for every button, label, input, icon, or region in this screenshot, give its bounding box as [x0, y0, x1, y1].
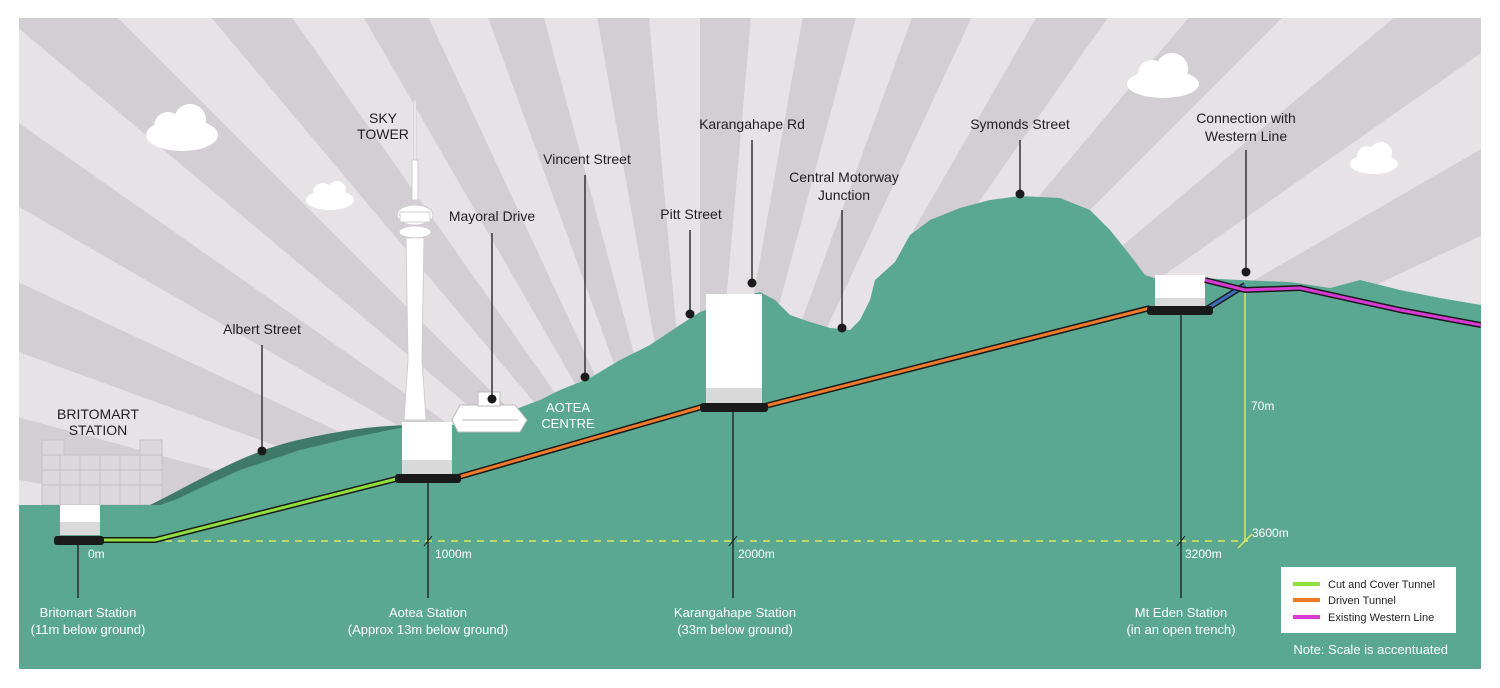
western-connection-line1: Connection with	[1196, 110, 1296, 126]
label-karangahape-rd: Karangahape Rd	[699, 116, 805, 132]
cloud-icon	[1350, 142, 1398, 174]
station-karangahape-name: Karangahape Station	[674, 605, 796, 620]
station-aotea-depth: (Approx 13m below ground)	[348, 622, 508, 637]
label-vincent-street: Vincent Street	[543, 151, 631, 167]
distance-0m: 0m	[88, 547, 105, 561]
aotea-station-box	[402, 422, 452, 474]
britomart-title-line1: BRITOMART	[57, 406, 139, 422]
karangahape-station-box	[706, 294, 762, 404]
station-mt-eden-name: Mt Eden Station	[1135, 605, 1228, 620]
legend-label-driven: Driven Tunnel	[1328, 595, 1396, 607]
label-symonds-street: Symonds Street	[970, 116, 1070, 132]
legend-label-cut-cover: Cut and Cover Tunnel	[1328, 579, 1435, 591]
cut-and-cover-line	[100, 476, 401, 542]
label-mayoral-drive: Mayoral Drive	[449, 208, 536, 224]
sky-tower-line1: SKY	[369, 110, 398, 126]
britomart-station-box	[60, 505, 100, 535]
britomart-platform	[54, 536, 104, 545]
scale-note: Note: Scale is accentuated	[1293, 642, 1448, 657]
distance-ticks	[423, 535, 1186, 547]
station-karangahape-depth: (33m below ground)	[677, 622, 793, 637]
western-connection-line2: Western Line	[1205, 128, 1287, 144]
aotea-centre-line1: AOTEA	[546, 400, 590, 415]
distance-3600m: 3600m	[1252, 526, 1289, 540]
station-aotea-name: Aotea Station	[389, 605, 467, 620]
motorway-line1: Central Motorway	[789, 169, 899, 185]
label-pitt-street: Pitt Street	[660, 206, 722, 222]
sky-tower-line2: TOWER	[357, 126, 409, 142]
cloud-icon	[146, 104, 218, 151]
britomart-title-line2: STATION	[69, 422, 128, 438]
station-britomart-depth: (11m below ground)	[31, 622, 146, 637]
sky-tower-icon	[396, 99, 434, 421]
station-britomart-name: Britomart Station	[40, 605, 137, 620]
cloud-icon	[306, 181, 354, 210]
distance-2000m: 2000m	[738, 547, 775, 561]
mt-eden-station-box	[1155, 275, 1205, 307]
mt-eden-platform	[1147, 306, 1213, 315]
cloud-icon	[1127, 53, 1199, 98]
aotea-platform	[395, 474, 461, 483]
station-mt-eden-depth: (in an open trench)	[1126, 622, 1235, 637]
aotea-centre-line2: CENTRE	[541, 416, 595, 431]
distance-3200m: 3200m	[1185, 547, 1222, 561]
scale-tick	[1237, 533, 1253, 549]
callout-dots	[257, 189, 1251, 456]
motorway-line2: Junction	[818, 187, 870, 203]
legend: Cut and Cover Tunnel Driven Tunnel Exist…	[1281, 567, 1456, 633]
karangahape-platform	[700, 403, 768, 412]
distance-1000m: 1000m	[435, 547, 472, 561]
label-albert-street: Albert Street	[223, 321, 301, 337]
driven-tunnel-line	[454, 306, 1151, 480]
western-line-track	[1204, 278, 1481, 327]
height-70m: 70m	[1251, 399, 1274, 413]
legend-label-western: Existing Western Line	[1328, 612, 1434, 624]
